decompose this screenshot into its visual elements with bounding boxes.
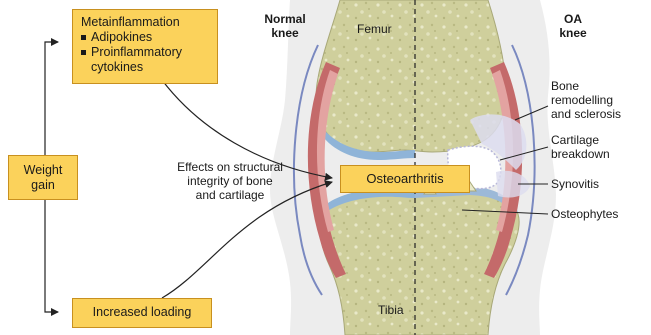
normal-knee-label: Normal knee xyxy=(258,12,312,40)
oa-knee-line-1: OA xyxy=(548,12,598,26)
tibia-label: Tibia xyxy=(378,303,404,317)
osteoarthritis-label: Osteoarthritis xyxy=(345,171,465,186)
bone-remodelling-line-1: Bone xyxy=(551,79,621,93)
cartilage-breakdown-line-2: breakdown xyxy=(551,147,610,161)
effects-line-1: Effects on structural xyxy=(150,160,310,174)
oa-knee-label: OA knee xyxy=(548,12,598,40)
metainflammation-title: Metainflammation xyxy=(81,15,209,30)
effects-line-2: integrity of bone xyxy=(150,174,310,188)
effects-line-3: and cartilage xyxy=(150,188,310,202)
osteophytes-label: Osteophytes xyxy=(551,207,618,221)
list-item: Adipokines xyxy=(81,30,209,45)
list-item-continuation: cytokines xyxy=(81,60,209,75)
cartilage-breakdown-line-1: Cartilage xyxy=(551,133,610,147)
effects-text: Effects on structural integrity of bone … xyxy=(150,160,310,202)
metainflammation-box: Metainflammation Adipokines Proinflammat… xyxy=(72,9,218,84)
cartilage-breakdown-label: Cartilage breakdown xyxy=(551,133,610,161)
increased-loading-box: Increased loading xyxy=(72,298,212,328)
normal-knee-line-2: knee xyxy=(258,26,312,40)
weight-gain-box: Weight gain xyxy=(8,155,78,200)
weight-gain-line-2: gain xyxy=(11,178,75,193)
bone-remodelling-line-2: remodelling xyxy=(551,93,621,107)
bone-remodelling-line-3: and sclerosis xyxy=(551,107,621,121)
normal-knee-line-1: Normal xyxy=(258,12,312,26)
metainflammation-list: Adipokines Proinflammatory xyxy=(81,30,209,60)
osteoarthritis-box: Osteoarthritis xyxy=(340,165,470,193)
synovitis-label: Synovitis xyxy=(551,177,599,191)
femur-label: Femur xyxy=(357,22,392,36)
oa-knee-line-2: knee xyxy=(548,26,598,40)
list-item: Proinflammatory xyxy=(81,45,209,60)
weight-gain-line-1: Weight xyxy=(11,163,75,178)
bone-remodelling-label: Bone remodelling and sclerosis xyxy=(551,79,621,121)
increased-loading-label: Increased loading xyxy=(77,305,207,320)
